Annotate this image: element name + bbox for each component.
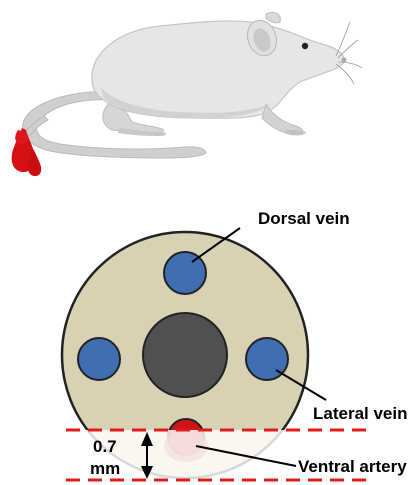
lateral-vein-label: Lateral vein [313, 404, 408, 423]
mouse-illustration [23, 12, 362, 158]
bone [143, 313, 227, 397]
lateral-vein-left [78, 338, 120, 380]
mouse-body [92, 21, 344, 118]
depth-value-label: 0.7 [93, 437, 117, 456]
dorsal-vein-label: Dorsal vein [258, 209, 350, 228]
artery-ghost [164, 430, 208, 462]
blood-drop-top [15, 130, 27, 144]
dorsal-vein [164, 252, 206, 294]
mouse-front-leg [262, 104, 303, 134]
mouse-eye [302, 43, 308, 49]
mouse-back-ear [266, 12, 280, 22]
depth-unit-label: mm [90, 459, 120, 478]
ventral-artery-label: Ventral artery [298, 457, 407, 476]
